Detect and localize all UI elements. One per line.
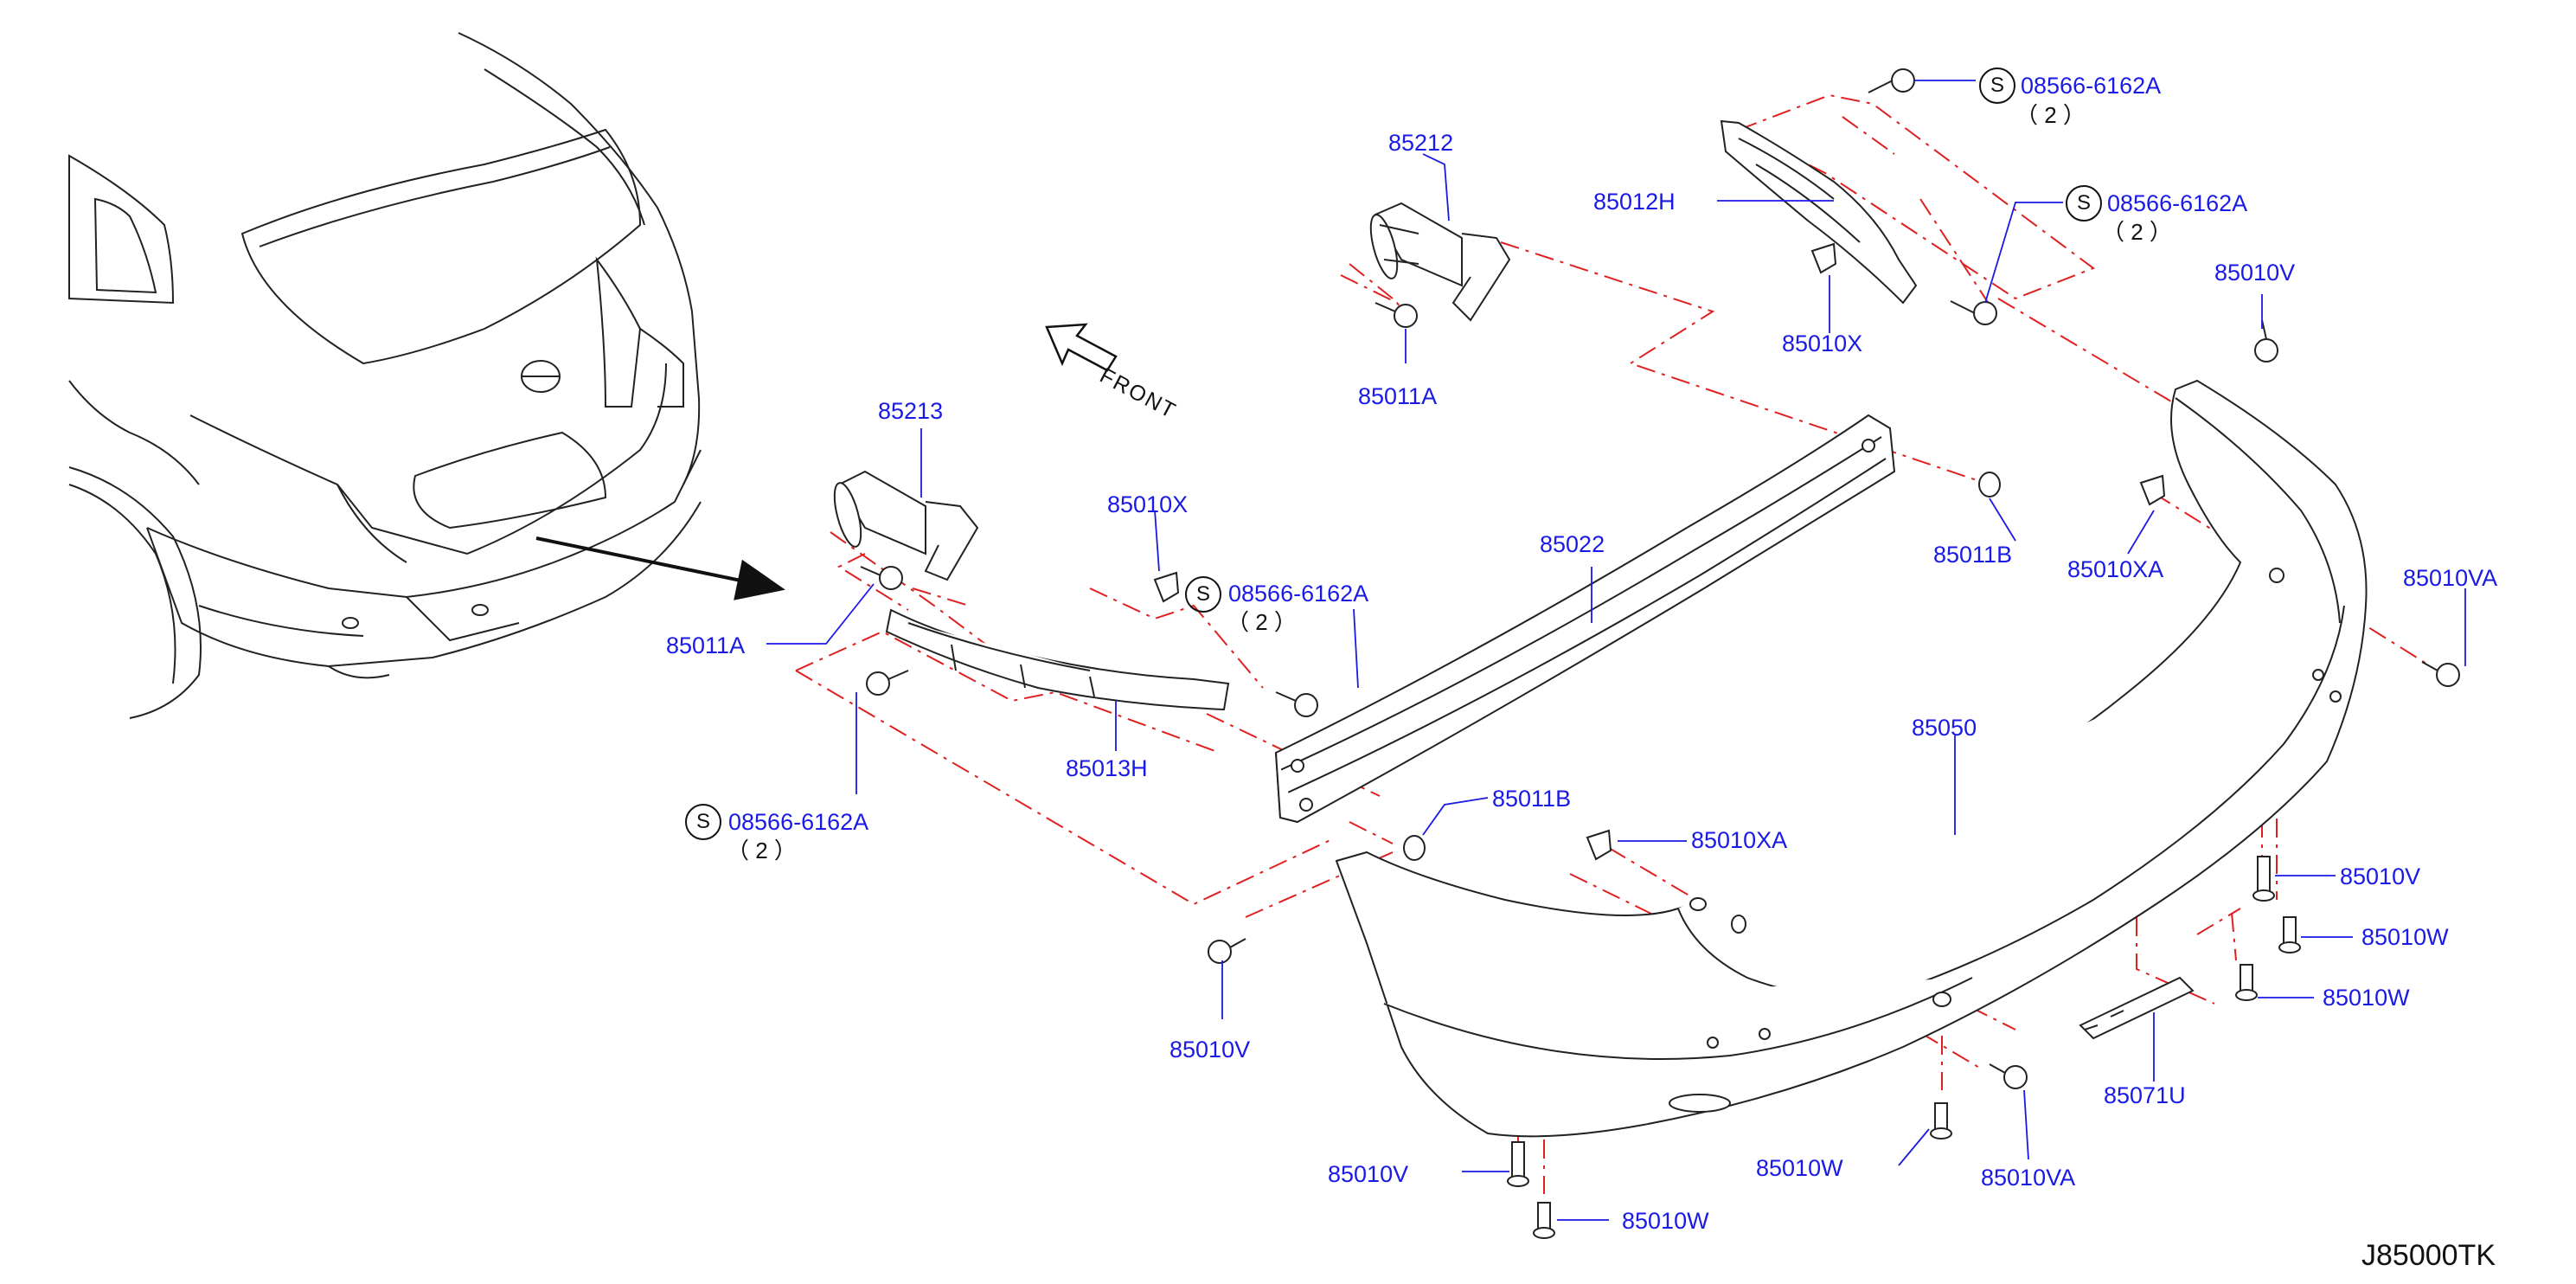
pointer-arrow bbox=[535, 536, 785, 600]
reflector-85071U bbox=[2079, 976, 2195, 1040]
label-85010XA-mid: 85010XA bbox=[1691, 827, 1788, 853]
parts bbox=[833, 68, 2460, 1239]
label-85010XA-r: 85010XA bbox=[2067, 556, 2164, 582]
bracket-85212 bbox=[1369, 202, 1511, 322]
vehicle-overview bbox=[68, 32, 702, 719]
label-85010W-mid: 85010W bbox=[1756, 1155, 1843, 1181]
label-85010V-bot: 85010V bbox=[1328, 1161, 1409, 1187]
label-85010V-tr: 85010V bbox=[2214, 260, 2296, 286]
fasteners bbox=[860, 68, 2460, 1239]
label-85010X-mid: 85010X bbox=[1107, 491, 1189, 517]
qty-screw-s4: （ 2 ） bbox=[727, 838, 797, 863]
label-85010VA-r: 85010VA bbox=[2403, 565, 2498, 591]
reinforcement-85022 bbox=[1274, 414, 1896, 824]
screw-s-icon: S bbox=[2066, 185, 2102, 221]
label-85213: 85213 bbox=[878, 398, 944, 424]
label-screw-s4: 08566-6162A bbox=[728, 809, 869, 835]
label-85011B-top: 85011B bbox=[1933, 542, 2013, 568]
label-85010VA-b: 85010VA bbox=[1981, 1165, 2076, 1191]
diagram-code: J85000TK bbox=[2361, 1239, 2496, 1272]
label-screw-s3: 08566-6162A bbox=[1228, 581, 1369, 607]
label-screw-s1: 08566-6162A bbox=[2021, 73, 2162, 99]
label-85010W-bot: 85010W bbox=[1622, 1208, 1709, 1234]
label-85010W-r1: 85010W bbox=[2361, 924, 2449, 950]
qty-screw-s1: （ 2 ） bbox=[2015, 102, 2086, 128]
front-arrow-icon bbox=[1045, 323, 1118, 372]
label-85013H: 85013H bbox=[1066, 755, 1148, 781]
label-85011B-mid: 85011B bbox=[1492, 786, 1572, 812]
label-85010V-r2: 85010V bbox=[2340, 863, 2421, 889]
label-85212: 85212 bbox=[1388, 130, 1454, 156]
label-85050: 85050 bbox=[1912, 715, 1977, 741]
label-85010X-top: 85010X bbox=[1782, 331, 1863, 356]
label-85010W-r2: 85010W bbox=[2323, 985, 2410, 1011]
label-85022: 85022 bbox=[1540, 531, 1605, 557]
label-85011A-left: 85011A bbox=[666, 632, 746, 658]
screw-s-icon: S bbox=[1979, 67, 2015, 104]
qty-screw-s2: （ 2 ） bbox=[2102, 219, 2172, 245]
label-85012H: 85012H bbox=[1593, 189, 1676, 215]
leader-lines bbox=[766, 80, 2466, 1221]
bracket-85012H bbox=[1720, 119, 1918, 305]
bracket-85213 bbox=[833, 470, 979, 581]
bumper-fascia-85050 bbox=[1335, 379, 2368, 1138]
label-85071U: 85071U bbox=[2104, 1082, 2186, 1108]
label-screw-s2: 08566-6162A bbox=[2107, 190, 2248, 216]
screw-s-icon: S bbox=[685, 804, 721, 840]
bracket-85013H bbox=[885, 608, 1230, 711]
label-85011A-top: 85011A bbox=[1358, 383, 1438, 409]
qty-screw-s3: （ 2 ） bbox=[1227, 609, 1297, 635]
screw-s-icon: S bbox=[1185, 576, 1221, 613]
label-85010V-left: 85010V bbox=[1169, 1037, 1251, 1063]
